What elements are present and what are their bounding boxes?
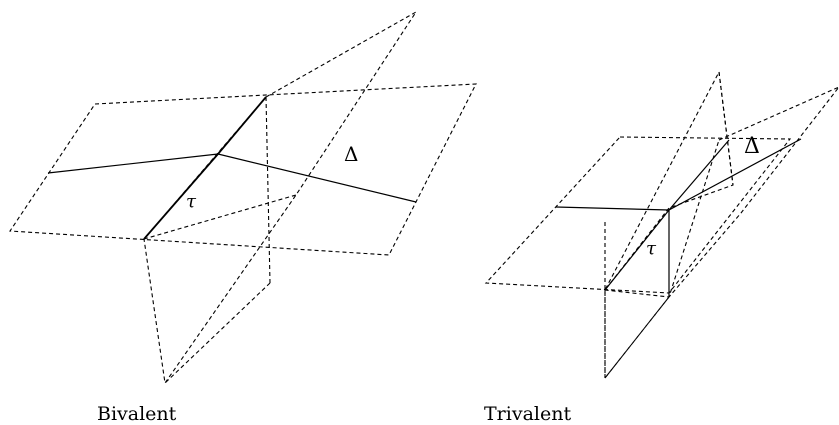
bivalent-right-edge [217, 153, 417, 203]
trivalent-horizontal-sheet [484, 136, 792, 294]
trivalent-upper-sheet [604, 70, 734, 291]
bivalent-upper-edge [217, 96, 267, 155]
trivalent-lower-diag-edge [604, 296, 670, 379]
bivalent-horizontal-sheet [9, 83, 477, 256]
bivalent-tau-label: τ [186, 191, 197, 212]
trivalent-caption: Trivalent [484, 403, 571, 425]
bivalent-caption: Bivalent [97, 403, 177, 425]
trivalent-tau-label: τ [646, 238, 657, 259]
trivalent-left-edge [555, 206, 670, 211]
trivalent-right-edge [668, 138, 802, 211]
bivalent-vertical-sheet-edge-3 [143, 194, 297, 240]
bivalent-delta-label: Δ [344, 142, 358, 166]
trivalent-right-sheet [668, 86, 839, 298]
bivalent-tau-edge [143, 153, 219, 240]
trivalent-upper-edge [668, 139, 730, 211]
trivalent-diagram: Δ τ Trivalent [484, 70, 839, 425]
trivalent-tau-edge [604, 209, 670, 291]
bivalent-vertical-sheet [143, 11, 417, 385]
trivalent-lower-sheet [604, 289, 671, 380]
trivalent-upper-sheet-edge [718, 71, 734, 186]
trivalent-delta-label: Δ [744, 134, 760, 159]
bivalent-left-edge [47, 153, 219, 174]
bivalent-vertical-sheet-edge [265, 96, 271, 284]
bivalent-vertical-sheet-edge-2 [164, 282, 271, 384]
bivalent-diagram: Δ τ Bivalent [9, 11, 477, 425]
